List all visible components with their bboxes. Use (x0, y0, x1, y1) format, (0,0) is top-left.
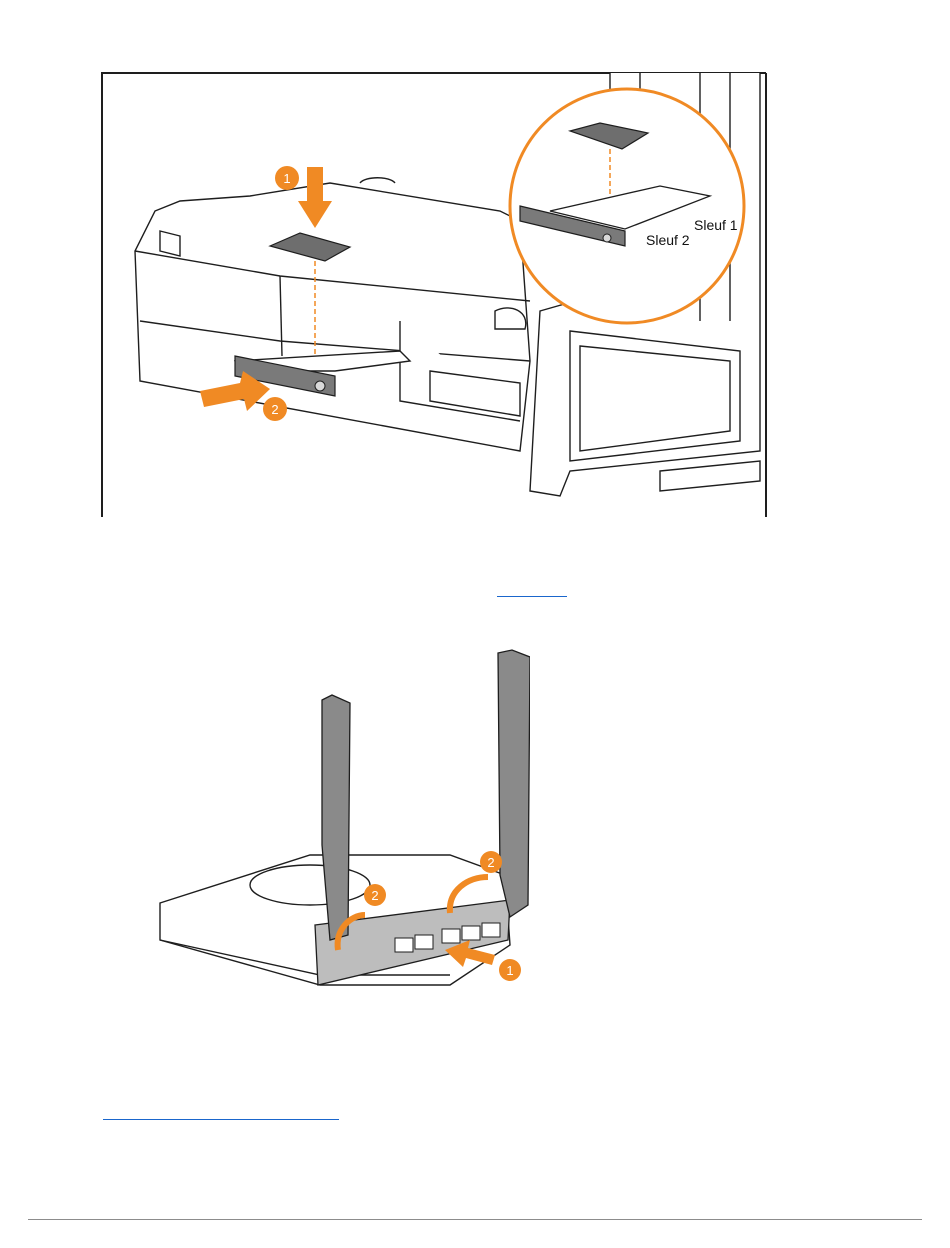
slot-1-label: Sleuf 1 (694, 217, 738, 233)
zoom-inset: Sleuf 1 Sleuf 2 (510, 89, 744, 323)
right-antenna (498, 650, 530, 917)
hyperlink-underline[interactable] (103, 1119, 339, 1120)
slot-2-label: Sleuf 2 (646, 232, 690, 248)
footer-divider (28, 1219, 922, 1220)
hyperlink-underline[interactable] (497, 596, 567, 597)
sim-tray-insertion-figure: 1 2 Sleuf 1 Sleuf 2 (100, 71, 767, 518)
module-body (135, 178, 530, 451)
callout-2a-label: 2 (371, 888, 378, 903)
callout-2b-label: 2 (487, 855, 494, 870)
callout-1-label: 1 (506, 963, 513, 978)
callout-1-label: 1 (283, 171, 290, 186)
router-antenna-figure: 2 2 1 (150, 645, 530, 995)
callout-2-label: 2 (271, 402, 278, 417)
